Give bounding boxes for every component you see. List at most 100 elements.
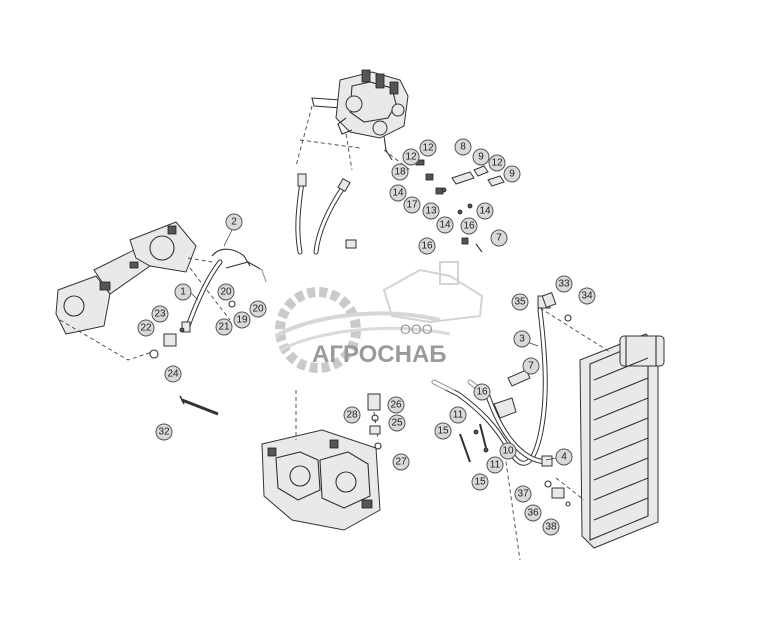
bolts-11-15: [459, 423, 489, 463]
callout-7a-label: 7: [496, 233, 502, 244]
callout-26-label: 26: [390, 400, 402, 411]
callout-26: 26: [387, 396, 405, 414]
hose-1: [181, 248, 267, 333]
control-valve-assembly: [311, 69, 409, 161]
callout-9b: 9: [503, 165, 521, 183]
callout-16c: 16: [473, 383, 491, 401]
fittings-33-38: [541, 292, 572, 507]
callout-4-label: 4: [561, 452, 567, 463]
fittings-row: [415, 159, 505, 253]
callout-37-label: 37: [517, 489, 529, 500]
fittings-25-28: [367, 393, 382, 450]
callout-10: 10: [499, 442, 517, 460]
callout-9b-label: 9: [509, 169, 515, 180]
callout-21: 21: [215, 318, 233, 336]
callout-12a: 12: [419, 139, 437, 157]
rod-32: [181, 398, 219, 416]
callout-9a-label: 9: [478, 152, 484, 163]
callout-20a-label: 20: [220, 287, 232, 298]
callout-28-label: 28: [346, 410, 358, 421]
watermark-logo: [260, 258, 506, 390]
callout-12a-label: 12: [422, 143, 434, 154]
callout-12b: 12: [402, 148, 420, 166]
callout-25-label: 25: [391, 418, 403, 429]
callout-37: 37: [514, 485, 532, 503]
hydraulic-pump-bottom: [261, 429, 381, 531]
callout-17: 17: [403, 196, 421, 214]
callout-24: 24: [164, 365, 182, 383]
callout-38: 38: [542, 518, 560, 536]
callout-21-label: 21: [218, 322, 230, 333]
callout-19-label: 19: [236, 315, 248, 326]
callout-14c: 14: [476, 202, 494, 220]
callout-10-label: 10: [502, 446, 514, 457]
callout-25: 25: [388, 414, 406, 432]
callout-2-label: 2: [231, 217, 237, 228]
callout-32: 32: [155, 423, 173, 441]
callout-34: 34: [578, 287, 596, 305]
callout-23: 23: [151, 305, 169, 323]
callout-13: 13: [422, 202, 440, 220]
valve-hoses: [295, 173, 357, 255]
callout-33: 33: [555, 275, 573, 293]
callout-38-label: 38: [545, 522, 557, 533]
callout-36: 36: [524, 504, 542, 522]
hydraulic-pump-left: [55, 221, 197, 335]
callout-22: 22: [137, 319, 155, 337]
callout-15a-label: 15: [437, 426, 449, 437]
callout-35-label: 35: [514, 297, 526, 308]
watermark-brand: АГРОСНАБ: [312, 341, 447, 368]
callout-33-label: 33: [558, 279, 570, 290]
callout-27-label: 27: [395, 457, 407, 468]
callout-35: 35: [511, 293, 529, 311]
callout-20b: 20: [249, 300, 267, 318]
callout-15a: 15: [434, 422, 452, 440]
callout-36-label: 36: [527, 508, 539, 519]
callout-15b-label: 15: [474, 477, 486, 488]
callout-15b: 15: [471, 473, 489, 491]
callout-16b: 16: [460, 217, 478, 235]
callout-20a: 20: [217, 283, 235, 301]
fitting-22-23: [149, 327, 185, 359]
callout-3-label: 3: [519, 334, 525, 345]
callout-11b: 11: [486, 456, 504, 474]
callout-20b-label: 20: [252, 304, 264, 315]
callout-18-label: 18: [394, 167, 406, 178]
oil-cooler: [579, 333, 665, 549]
callout-32-label: 32: [158, 427, 170, 438]
callout-8-label: 8: [460, 142, 466, 153]
callout-14c-label: 14: [479, 206, 491, 217]
callout-11b-label: 11: [490, 460, 501, 471]
callout-11a-label: 11: [453, 410, 464, 421]
watermark-org-form: ООО: [400, 321, 433, 337]
callout-18: 18: [391, 163, 409, 181]
bracket-7-16: [493, 369, 531, 419]
callout-7b-label: 7: [528, 361, 534, 372]
callout-16a-label: 16: [421, 241, 433, 252]
callout-13-label: 13: [425, 206, 437, 217]
callout-8: 8: [454, 138, 472, 156]
callout-4: 4: [545, 448, 573, 466]
callout-12c: 12: [488, 154, 506, 172]
callout-1: 1: [174, 283, 199, 301]
callout-16a: 16: [418, 237, 436, 255]
callout-12b-label: 12: [405, 152, 417, 163]
callout-7b: 7: [522, 357, 540, 375]
callout-22-label: 22: [140, 323, 152, 334]
callout-14b: 14: [436, 216, 454, 234]
callout-14b-label: 14: [439, 220, 451, 231]
callout-9a: 9: [472, 148, 490, 166]
callout-1-label: 1: [180, 287, 186, 298]
callout-24-label: 24: [167, 369, 179, 380]
callout-16b-label: 16: [463, 221, 475, 232]
callout-19: 19: [233, 311, 251, 329]
callout-16c-label: 16: [476, 387, 488, 398]
callout-2: 2: [223, 213, 243, 247]
callout-12c-label: 12: [491, 158, 503, 169]
callout-14a-label: 14: [392, 188, 404, 199]
callout-34-label: 34: [581, 291, 593, 302]
callout-17-label: 17: [406, 200, 418, 211]
callout-27: 27: [392, 453, 410, 471]
callout-7a: 7: [490, 229, 508, 247]
